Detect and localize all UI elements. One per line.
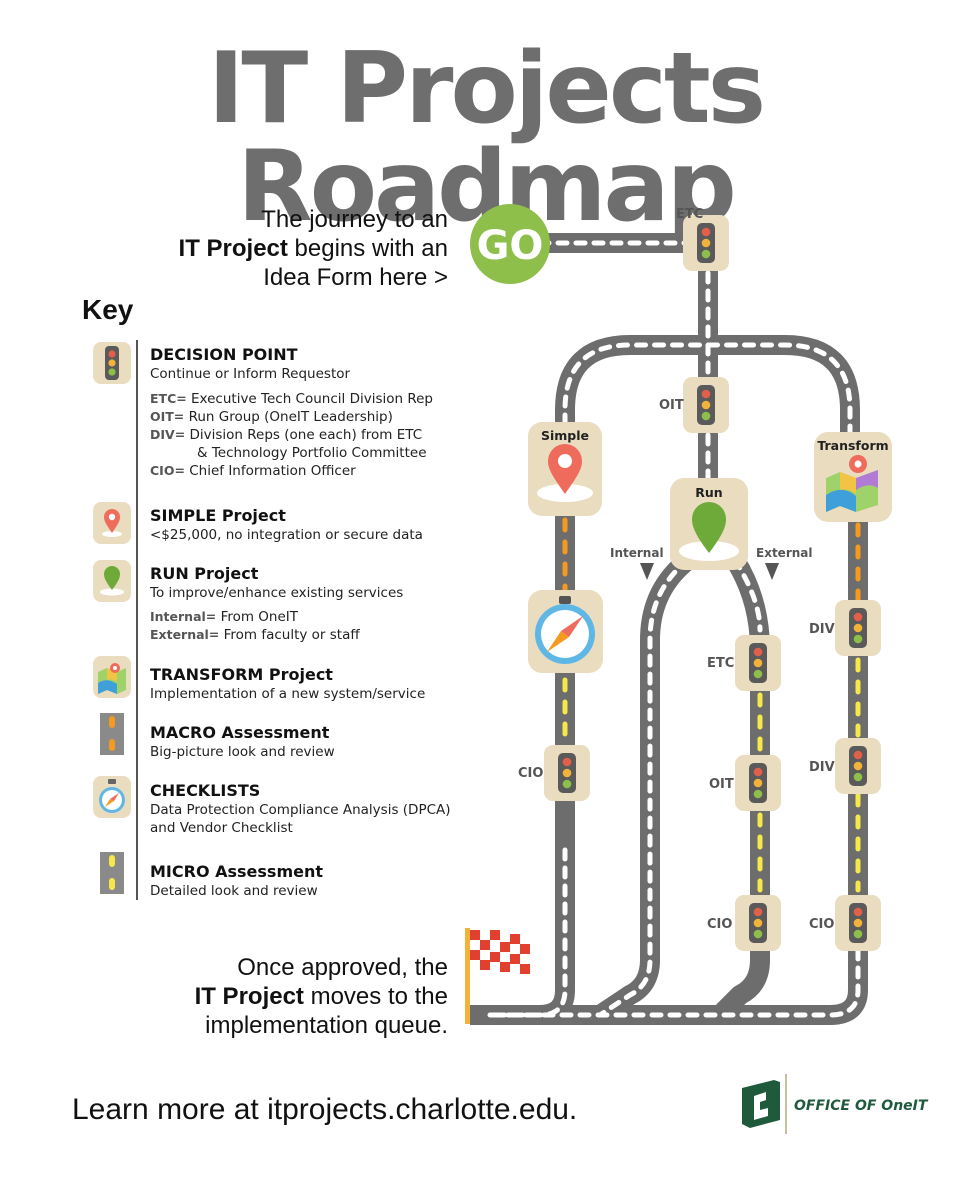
key-run-title: RUN Project: [150, 564, 259, 583]
traffic-light-div-1-icon: [835, 600, 881, 656]
transform-label: Transform: [817, 438, 888, 453]
key-decision-definitions: ETC= Executive Tech Council Division Rep…: [150, 390, 433, 480]
label-external: External: [756, 546, 812, 560]
traffic-light-cio-transform-icon: [835, 895, 881, 951]
definition-oit: OIT= Run Group (OneIT Leadership): [150, 409, 393, 425]
finish-flag-icon: [465, 927, 534, 1024]
key-traffic-light-icon: [93, 342, 131, 384]
key-compass-icon: [93, 776, 131, 818]
road-bottom-transform: [472, 480, 868, 1025]
outro-line-1: Once approved, the: [237, 954, 448, 981]
label-div-2: DIV: [809, 760, 835, 775]
label-div-1: DIV: [809, 622, 835, 637]
charlotte-logo-icon: [742, 1074, 787, 1134]
traffic-light-etc-top-icon: [683, 215, 729, 271]
key-transform-desc: Implementation of a new system/service: [150, 686, 426, 702]
definition-cio: CIO= Chief Information Officer: [150, 463, 356, 479]
key-checklists-desc-1: Data Protection Compliance Analysis (DPC…: [150, 802, 451, 818]
definition-external: External= From faculty or staff: [150, 627, 360, 643]
learn-more-link[interactable]: Learn more at itprojects.charlotte.edu.: [72, 1093, 578, 1126]
simple-pin-icon: [548, 444, 582, 494]
key-macro-road-icon: [100, 713, 124, 755]
traffic-light-div-2-icon: [835, 738, 881, 794]
key-micro-desc: Detailed look and review: [150, 883, 318, 899]
key-simple-desc: <$25,000, no integration or secure data: [150, 527, 423, 543]
road-micro-dashes: [562, 657, 861, 893]
label-etc-top: ETC: [676, 207, 703, 222]
traffic-light-etc-external-icon: [735, 635, 781, 691]
key-simple-title: SIMPLE Project: [150, 506, 286, 525]
road-macro-dashes: [562, 517, 861, 603]
key-macro-desc: Big-picture look and review: [150, 744, 335, 760]
outro-line-2: IT Project moves to the: [194, 983, 448, 1010]
simple-label: Simple: [541, 428, 589, 443]
label-etc-external: ETC: [707, 656, 734, 671]
traffic-light-cio-external-icon: [735, 895, 781, 951]
key-decision-title: DECISION POINT: [150, 345, 298, 364]
go-start-icon[interactable]: [470, 204, 550, 284]
external-arrow-icon: [765, 563, 779, 580]
road-internal: [594, 552, 695, 1024]
key-run-definitions: Internal= From OneIT External= From facu…: [150, 608, 360, 644]
key-micro-road-icon: [100, 852, 124, 894]
key-run-desc: To improve/enhance existing services: [150, 585, 404, 601]
intro-text: The journey to an IT Project begins with…: [179, 205, 448, 292]
key-transform-map-icon: [93, 656, 131, 698]
traffic-light-oit-icon: [683, 377, 729, 433]
definition-div: DIV= Division Reps (one each) from ETC: [150, 427, 423, 443]
key-divider: [136, 340, 138, 900]
go-label: GO: [477, 223, 544, 269]
outro-text: Once approved, the IT Project moves to t…: [195, 953, 448, 1040]
key-map-pin-icon: [93, 502, 131, 544]
label-oit-external: OIT: [709, 777, 734, 792]
page-title: IT Projects Roadmap: [207, 32, 766, 244]
key-decision-desc: Continue or Inform Requestor: [150, 366, 351, 382]
key-heading: Key: [82, 294, 134, 325]
run-label: Run: [695, 485, 722, 500]
label-cio-external: CIO: [707, 917, 732, 932]
label-cio-transform: CIO: [809, 917, 834, 932]
label-internal: Internal: [610, 546, 664, 560]
definition-internal: Internal= From OneIT: [150, 609, 299, 625]
key-checklists-title: CHECKLISTS: [150, 781, 261, 800]
definition-etc: ETC= Executive Tech Council Division Rep: [150, 391, 434, 407]
key-checklists-desc-2: and Vendor Checklist: [150, 820, 293, 836]
definition-div-cont: & Technology Portfolio Committee: [197, 445, 427, 461]
key-macro-title: MACRO Assessment: [150, 723, 330, 742]
office-of-oneit-logo-text: OFFICE OF OneIT: [794, 1098, 928, 1114]
outro-line-3: implementation queue.: [205, 1012, 448, 1039]
road-go-to-etc: [520, 233, 718, 345]
label-cio-simple: CIO: [518, 766, 543, 781]
intro-line-3: Idea Form here >: [263, 264, 448, 291]
key-micro-title: MICRO Assessment: [150, 862, 323, 881]
key-run-pin-icon: [93, 560, 131, 602]
traffic-light-cio-simple-icon: [544, 745, 590, 801]
roadmap-diagram: GO ETC OIT CIO ETC OIT CIO DIV DIV CIO S…: [465, 204, 892, 1025]
run-pin-icon: [692, 502, 726, 553]
transform-map-icon: [826, 455, 878, 512]
internal-arrow-icon: [640, 563, 654, 580]
compass-icon: [535, 596, 595, 664]
traffic-light-oit-external-icon: [735, 755, 781, 811]
intro-line-2: IT Project begins with an: [178, 235, 448, 262]
label-oit: OIT: [659, 398, 684, 413]
intro-line-1: The journey to an: [261, 206, 448, 233]
key-transform-title: TRANSFORM Project: [150, 665, 333, 684]
